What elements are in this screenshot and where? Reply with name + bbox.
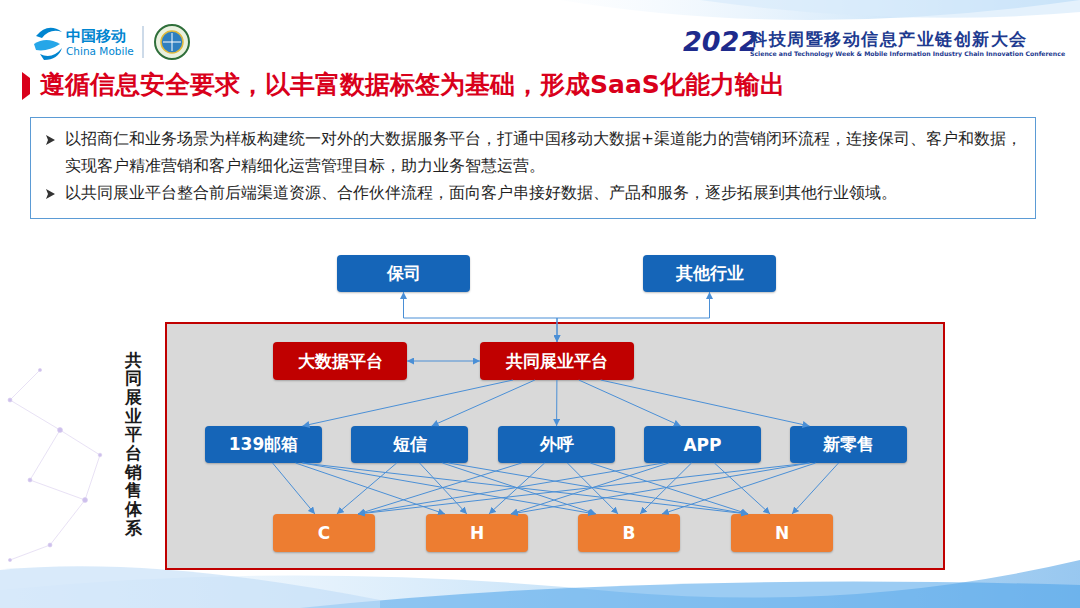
bullet-arrow: [45, 134, 56, 146]
panel-heading: 共同展业平台销售体系: [125, 351, 142, 538]
channel-box: APP: [644, 426, 761, 463]
bullet-panel: 以招商仁和业务场景为样板构建统一对外的大数据服务平台，打通中国移动大数据+渠道能…: [30, 117, 1036, 219]
bottom-swoosh: [0, 566, 380, 608]
event-name-en: Science and Technology Week & Mobile Inf…: [750, 50, 1065, 57]
event-name: 科技周暨移动信息产业链创新大会: [750, 28, 1028, 51]
channel-box: 139邮箱: [205, 426, 322, 463]
top-swoosh: [700, 0, 1080, 18]
slide-title: 遵循信息安全要求，以丰富数据标签为基础，形成SaaS化能力输出: [40, 68, 785, 101]
channel-box: 外呼: [498, 426, 615, 463]
box-label: H: [470, 523, 484, 543]
logo-divider: [143, 26, 144, 58]
box-label: 139邮箱: [229, 433, 299, 456]
box-label: 新零售: [823, 433, 874, 456]
box-label: APP: [683, 435, 721, 455]
logo-name: 中国移动: [66, 27, 126, 46]
customer-box: N: [731, 514, 833, 552]
system-panel: 共同展业平台销售体系大数据平台共同展业平台139邮箱短信外呼APP新零售CHBN: [165, 322, 945, 570]
bullet-text-run: 以招商仁和业务场景为样板构建统一对外的大数据服务平台，打通中国移动大数据+渠道能…: [65, 130, 1022, 175]
network-dots: [8, 368, 102, 561]
box-label: 保司: [387, 262, 421, 285]
box-label: 外呼: [540, 433, 574, 456]
box-label: 共同展业平台: [506, 350, 608, 373]
logo-name-en: China Mobile: [66, 45, 134, 57]
box-label: N: [775, 523, 789, 543]
bullet-text: 以招商仁和业务场景为样板构建统一对外的大数据服务平台，打通中国移动大数据+渠道能…: [43, 126, 1023, 180]
platform-box: 大数据平台: [273, 342, 407, 380]
china-mobile-logo: [34, 28, 62, 60]
bullet-text: 以共同展业平台整合前后端渠道资源、合作伙伴流程，面向客户串接好数据、产品和服务，…: [43, 180, 1023, 207]
platform-box: 共同展业平台: [480, 342, 634, 380]
customer-box: H: [426, 514, 528, 552]
process-box: 其他行业: [643, 255, 776, 292]
bottom-swoosh: [300, 582, 1080, 608]
channel-box: 新零售: [790, 426, 907, 463]
title-marker: [22, 72, 30, 100]
box-label: 大数据平台: [298, 350, 383, 373]
box-label: 短信: [393, 433, 427, 456]
channel-box: 短信: [351, 426, 468, 463]
event-year: 2022: [683, 26, 758, 57]
top-swoosh: [560, 0, 1080, 20]
box-label: B: [623, 523, 636, 543]
process-box: 保司: [337, 255, 470, 292]
bullet-text-run: 以共同展业平台整合前后端渠道资源、合作伙伴流程，面向客户串接好数据、产品和服务，…: [65, 184, 897, 202]
box-label: C: [318, 523, 330, 543]
box-label: 其他行业: [676, 262, 744, 285]
emblem: [155, 25, 189, 59]
customer-box: B: [578, 514, 680, 552]
customer-box: C: [273, 514, 375, 552]
bullet-arrow: [45, 188, 56, 200]
